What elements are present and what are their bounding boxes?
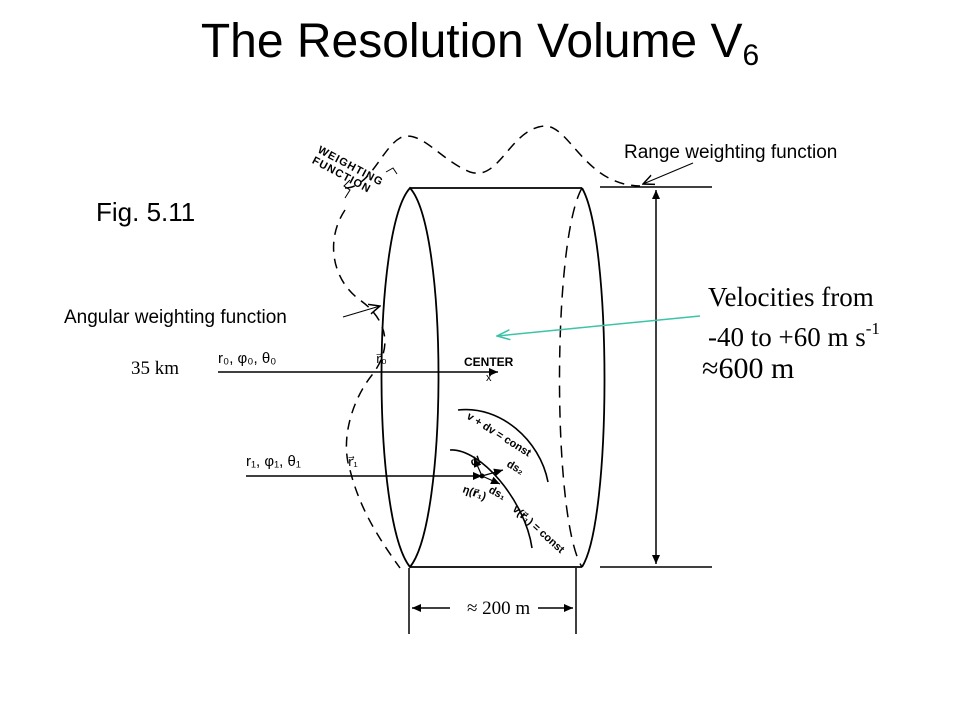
angular-weighting-pointer: [342, 306, 380, 318]
v-r1-label: v(r⃗₁) = const: [510, 503, 567, 556]
ds1-arrow: [481, 475, 501, 485]
r0-ray: r₀, φ₀, θ₀ r⃗₀ CENTER x: [218, 350, 514, 384]
cylinder-front-ellipse: [380, 186, 440, 569]
velocities-label-line1: Velocities from: [708, 282, 874, 312]
r0-vector: r⃗₀: [376, 351, 387, 366]
center-label: CENTER: [464, 355, 514, 369]
r1-coords: r₁, φ₁, θ₁: [246, 453, 301, 470]
figure-label: Fig. 5.11: [96, 197, 196, 227]
distance-label: 35 km: [131, 358, 180, 379]
velocities-range-text: -40 to +60 m s: [708, 322, 866, 352]
ds2-arrow: [481, 468, 504, 477]
title-subscript: 6: [742, 39, 760, 72]
angular-weighting-label: Angular weighting function: [64, 307, 287, 328]
page-title: The Resolution Volume V6: [0, 14, 960, 73]
width-label: ≈ 200 m: [467, 598, 531, 619]
cylinder-back-arc: [581, 187, 606, 568]
title-text: The Resolution Volume V: [200, 15, 743, 68]
velocity-surfaces: [449, 408, 549, 549]
width-dimension: [408, 568, 577, 634]
velocities-pointer: [497, 315, 701, 336]
eta-label: η(r⃗₁): [461, 484, 488, 504]
angular-weighting-curve: [332, 209, 401, 569]
dl-label: dl: [469, 454, 482, 469]
r0-coords: r₀, φ₀, θ₀: [218, 350, 276, 367]
weighting-pointer-squiggle-top: [385, 167, 398, 175]
velocities-exponent: -1: [865, 319, 880, 338]
cylinder-back-hidden-arc: [558, 187, 583, 568]
range-weighting-label: Range weighting function: [624, 142, 838, 163]
weighting-function-annotation: WEIGHTING FUNCTION: [310, 144, 385, 196]
center-x: x: [486, 372, 492, 384]
ds2-label: ds₂: [505, 458, 526, 477]
weighting-pointer-squiggle: [343, 179, 351, 199]
r1-vector: r⃗₁: [348, 454, 359, 469]
height-label: ≈600 m: [702, 352, 795, 385]
velocities-label-line2: -40 to +60 m s-1: [708, 319, 880, 353]
cylinder: [380, 186, 606, 569]
height-dimension: [600, 186, 712, 568]
range-weighting-curve: [344, 125, 641, 189]
v-dv-arc: [457, 408, 549, 483]
r1-ray: r₁, φ₁, θ₁ r⃗₁: [246, 453, 485, 480]
dl-arrow: [473, 457, 483, 477]
range-weighting-pointer: [643, 162, 694, 184]
